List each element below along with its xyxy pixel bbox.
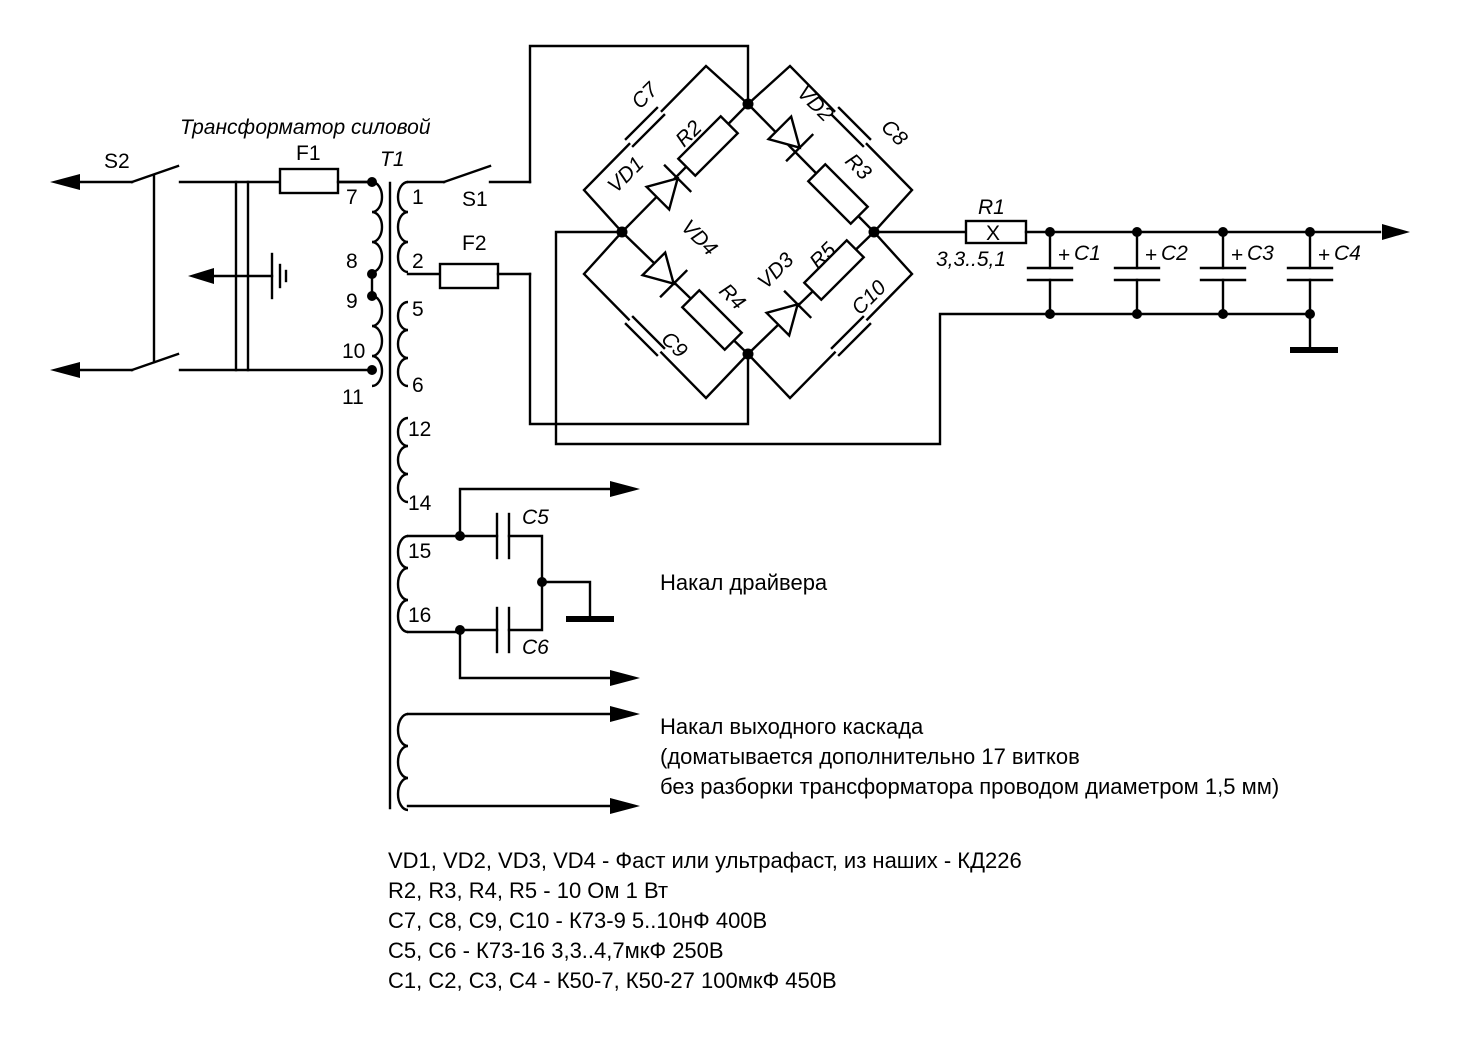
label-vd2: VD2	[792, 81, 837, 126]
label-vd1: VD1	[603, 152, 648, 197]
arrow-output-heater-top	[610, 706, 640, 722]
mains-input	[50, 164, 374, 378]
label-c2: C2	[1161, 242, 1188, 265]
pin-7: 7	[346, 186, 358, 209]
earth-arrow	[188, 268, 214, 284]
arrow-driver-bottom	[610, 670, 640, 686]
component-notes: VD1, VD2, VD3, VD4 - Фаст или ультрафаст…	[388, 848, 1022, 993]
label-r1-value: 3,3..5,1	[936, 248, 1006, 271]
diode-vd4	[640, 250, 689, 299]
label-c1: C1	[1074, 242, 1101, 265]
label-output-heater-2: (доматывается дополнительно 17 витков	[660, 744, 1080, 769]
plus-c3: +	[1231, 244, 1243, 267]
diode-vd2	[766, 114, 815, 163]
label-f2: F2	[462, 232, 487, 255]
label-vd4: VD4	[676, 215, 721, 260]
arrow-output-heater-bottom	[610, 798, 640, 814]
fuse-f1	[278, 167, 340, 195]
switch-s1	[442, 164, 492, 184]
label-c4: C4	[1334, 242, 1361, 265]
diode-bridge	[582, 64, 914, 400]
capacitor-c7	[624, 106, 666, 148]
pin-9: 9	[346, 290, 358, 313]
capacitor-c8	[830, 106, 872, 148]
diode-vd3	[764, 289, 813, 338]
label-r3: R3	[840, 149, 875, 184]
resistor-r2	[676, 114, 740, 178]
output-arrow-hv	[1382, 224, 1410, 240]
note-line: C1, C2, C3, C4 - К50-7, К50-27 100мкФ 45…	[388, 968, 837, 993]
label-output-heater-1: Накал выходного каскада	[660, 714, 924, 739]
pin-10: 10	[342, 340, 365, 363]
pin-16: 16	[408, 604, 431, 627]
fuse-f2	[438, 262, 500, 290]
label-vd3: VD3	[753, 248, 798, 293]
transformer-t1: T1	[367, 148, 409, 812]
mains-arrow-top	[50, 174, 80, 190]
label-c6: C6	[522, 636, 549, 659]
label-s1: S1	[462, 188, 488, 211]
pin-14: 14	[408, 492, 432, 515]
label-c8: C8	[876, 115, 911, 150]
label-output-heater-3: без разборки трансформатора проводом диа…	[660, 774, 1279, 799]
label-c9: C9	[656, 327, 691, 362]
label-c5: C5	[522, 506, 549, 529]
plus-c4: +	[1318, 244, 1330, 267]
output-heater-circuit	[406, 706, 640, 814]
label-s2: S2	[104, 150, 130, 173]
arrow-driver-top	[610, 481, 640, 497]
pin-1: 1	[412, 186, 424, 209]
pin-15: 15	[408, 540, 431, 563]
label-c10: C10	[847, 276, 891, 320]
note-line: VD1, VD2, VD3, VD4 - Фаст или ультрафаст…	[388, 848, 1022, 873]
diode-vd1	[644, 163, 693, 212]
pin-8: 8	[346, 250, 358, 273]
label-f1: F1	[296, 142, 321, 165]
pin-11: 11	[342, 386, 364, 409]
mains-arrow-bottom	[50, 362, 80, 378]
plus-c1: +	[1058, 244, 1070, 267]
resistor-r3	[806, 162, 870, 226]
capacitor-c9	[624, 315, 666, 357]
resistor-r5	[802, 238, 866, 302]
note-line: C5, C6 - К73-16 3,3..4,7мкФ 250В	[388, 938, 724, 963]
filter-capacitors	[1026, 227, 1338, 353]
label-driver-heater: Накал драйвера	[660, 570, 828, 595]
capacitor-c10	[830, 315, 872, 357]
driver-heater-circuit	[406, 481, 640, 686]
label-r1: R1	[978, 196, 1005, 219]
plus-c2: +	[1145, 244, 1157, 267]
label-t1: T1	[380, 148, 405, 171]
r1-mark: X	[986, 222, 1000, 245]
pin-2: 2	[412, 250, 424, 273]
resistor-r4	[680, 288, 744, 352]
label-c3: C3	[1247, 242, 1274, 265]
note-line: C7, C8, C9, C10 - К73-9 5..10нФ 400В	[388, 908, 767, 933]
pin-12: 12	[408, 418, 431, 441]
pin-5: 5	[412, 298, 424, 321]
note-line: R2, R3, R4, R5 - 10 Ом 1 Вт	[388, 878, 668, 903]
transformer-title: Трансформатор силовой	[180, 116, 431, 139]
pin-6: 6	[412, 374, 424, 397]
